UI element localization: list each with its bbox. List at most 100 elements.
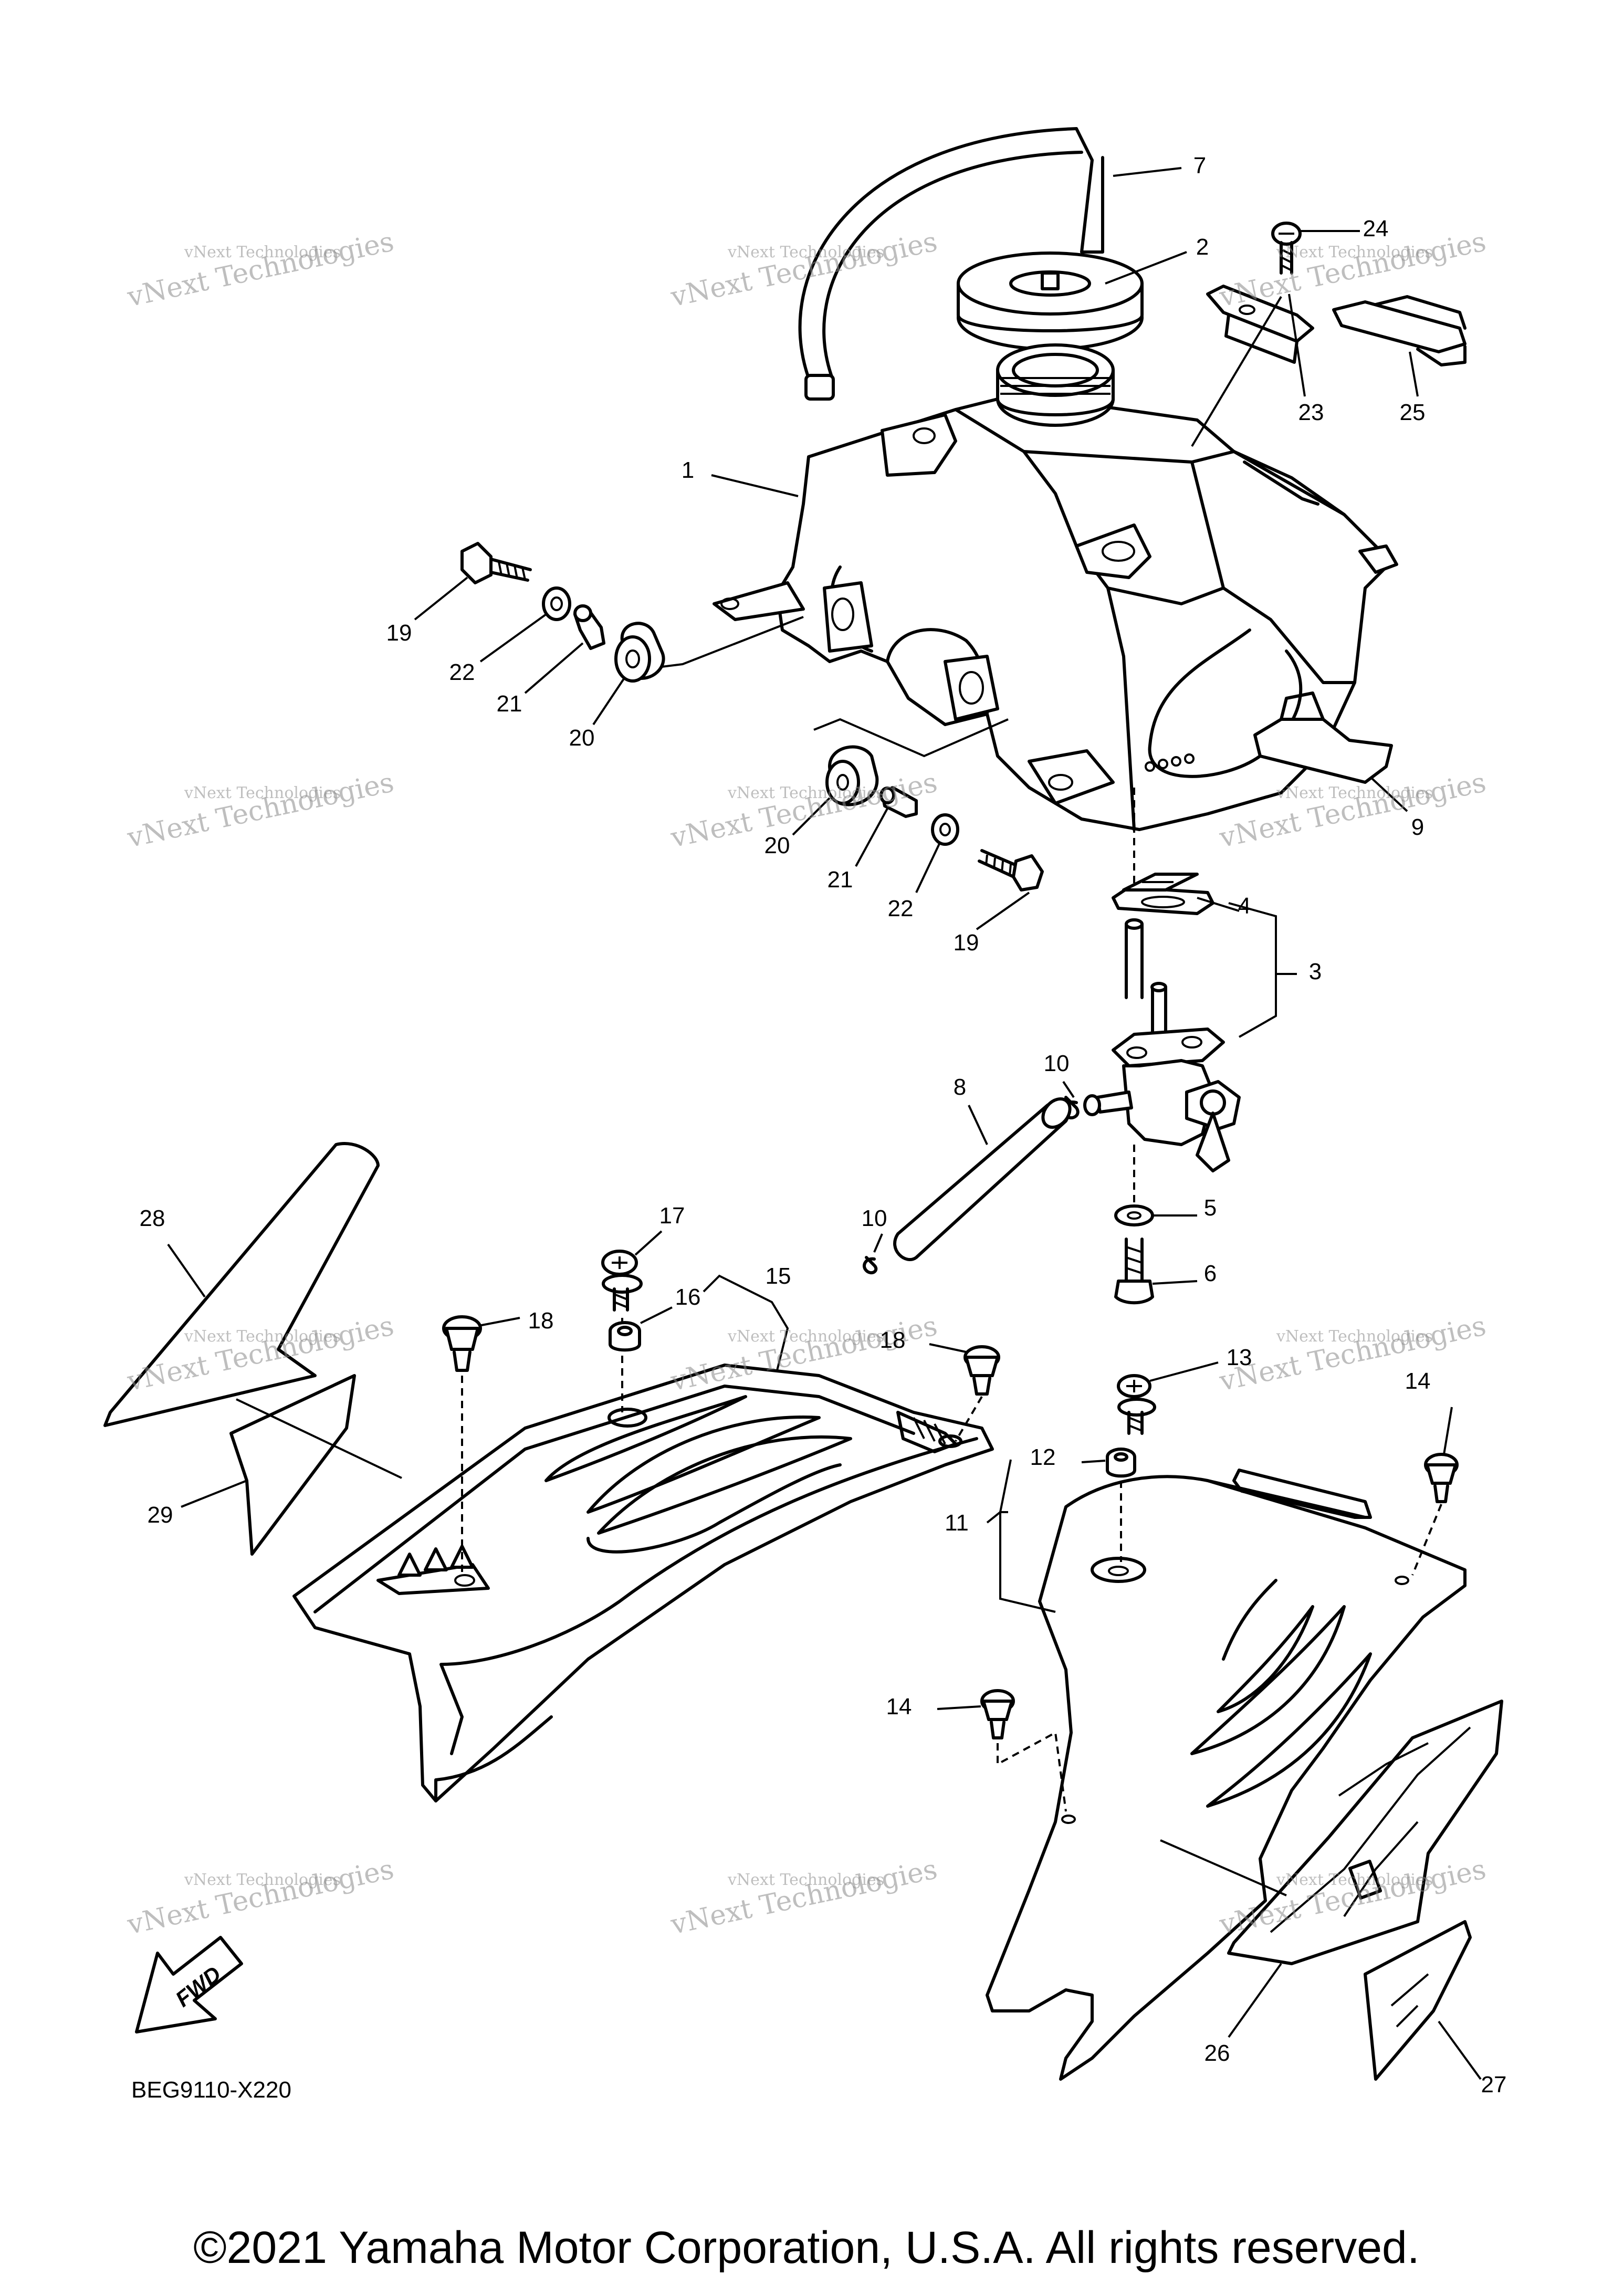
callout-layer: 1234567891010111213141415161718181919202… [140, 153, 1507, 2098]
callout-22: 22 [888, 896, 914, 921]
graphic-26 [1160, 1700, 1503, 2038]
washer-22-lower [915, 813, 959, 893]
collar-21-upper [524, 604, 605, 694]
callout-23: 23 [1298, 400, 1324, 425]
watermark-text: vNext Technologies [184, 1327, 341, 1346]
callout-10: 10 [862, 1205, 887, 1231]
callout-24: 24 [1363, 216, 1389, 242]
rivet-14-upper [1411, 1407, 1459, 1576]
callout-29: 29 [148, 1502, 173, 1528]
fuel-cap [957, 251, 1187, 351]
watermark-text: vNext Technologies [1276, 243, 1433, 261]
shroud-15 [292, 1274, 994, 1802]
callout-12: 12 [1030, 1444, 1056, 1470]
collar-12 [1081, 1448, 1136, 1562]
clamp-25 [1332, 295, 1467, 397]
callout-5: 5 [1204, 1195, 1217, 1221]
callout-6: 6 [1204, 1261, 1217, 1286]
callout-27: 27 [1481, 2072, 1507, 2098]
callout-25: 25 [1400, 400, 1426, 425]
washer-5 [1114, 1204, 1197, 1226]
fuel-cock-3 [1083, 788, 1297, 1208]
watermark-text: vNext Technologies [1276, 1871, 1433, 1889]
callout-17: 17 [659, 1203, 685, 1229]
callout-19: 19 [386, 620, 412, 646]
watermark-text-large: vNext Technologies [1217, 226, 1489, 313]
callout-28: 28 [140, 1205, 165, 1231]
bolt-19-upper [414, 542, 532, 621]
screw-13 [1117, 1361, 1219, 1435]
rivet-18-right [929, 1343, 1000, 1442]
watermark-text: vNext Technologies [184, 1871, 341, 1889]
watermark-text-large: vNext Technologies [668, 1853, 940, 1941]
callout-9: 9 [1411, 814, 1424, 840]
shroud-11 [986, 1459, 1467, 2081]
watermark-text: vNext Technologies [1276, 784, 1433, 802]
grommet-20-upper [592, 616, 804, 726]
grommet-20-lower [792, 718, 1009, 836]
callout-21: 21 [497, 691, 522, 717]
bolt-6 [1114, 1238, 1198, 1305]
callout-1: 1 [682, 457, 694, 483]
watermark-text-large: vNext Technologies [1217, 1310, 1489, 1397]
graphic-29 [181, 1374, 402, 1556]
collar-16 [609, 1306, 673, 1352]
callout-16: 16 [675, 1284, 701, 1310]
breather-hose [798, 127, 1182, 401]
watermark-text: vNext Technologies [727, 784, 884, 802]
callout-26: 26 [1204, 2040, 1230, 2066]
watermark-text-large: vNext Technologies [124, 226, 397, 313]
screw-24 [1271, 222, 1360, 275]
callout-13: 13 [1227, 1345, 1252, 1370]
callout-7: 7 [1193, 153, 1206, 179]
callout-3: 3 [1309, 959, 1322, 984]
watermark-text: vNext Technologies [184, 784, 341, 802]
screw-17 [601, 1230, 663, 1412]
clip-10-lower [863, 1233, 883, 1275]
callout-14: 14 [886, 1694, 912, 1720]
copyright-notice: ©2021 Yamaha Motor Corporation, U.S.A. A… [193, 2222, 1420, 2273]
callout-2: 2 [1196, 234, 1209, 260]
callout-10: 10 [1044, 1051, 1070, 1076]
watermark-text: vNext Technologies [727, 1327, 884, 1346]
callout-19: 19 [954, 930, 979, 956]
fuel-hose-8 [893, 1097, 1072, 1261]
callout-20: 20 [764, 833, 790, 858]
bolt-19-lower [976, 849, 1044, 930]
graphic-27 [1364, 1920, 1482, 2081]
watermark-text: vNext Technologies [1276, 1327, 1433, 1346]
fuel-tank [711, 296, 1398, 831]
watermark-text: vNext Technologies [727, 243, 884, 261]
tank-pad-9 [1253, 691, 1408, 812]
callout-14: 14 [1405, 1368, 1431, 1394]
rivet-14-lower [937, 1689, 1067, 1812]
callout-22: 22 [449, 659, 475, 685]
diagram-code: BEG9110-X220 [131, 2077, 291, 2103]
callout-15: 15 [766, 1263, 791, 1289]
washer-22-upper [479, 586, 571, 663]
watermark-text: vNext Technologies [184, 243, 341, 261]
callout-11: 11 [945, 1510, 969, 1536]
collar-21-lower [855, 786, 918, 867]
watermark-text-large: vNext Technologies [124, 767, 397, 854]
clamp-23 [1206, 285, 1314, 397]
callout-20: 20 [569, 725, 595, 751]
fwd-arrow: FWD [135, 1936, 243, 2033]
callout-8: 8 [954, 1074, 966, 1100]
callout-21: 21 [828, 867, 853, 893]
callout-18: 18 [880, 1327, 906, 1353]
callout-18: 18 [528, 1308, 554, 1334]
graphic-28 [103, 1142, 380, 1427]
watermark-text-large: vNext Technologies [124, 1853, 397, 1941]
gasket-4 [1122, 873, 1199, 892]
rivet-18-left [442, 1315, 520, 1575]
watermark-text: vNext Technologies [727, 1871, 884, 1889]
callout-4: 4 [1238, 893, 1251, 919]
